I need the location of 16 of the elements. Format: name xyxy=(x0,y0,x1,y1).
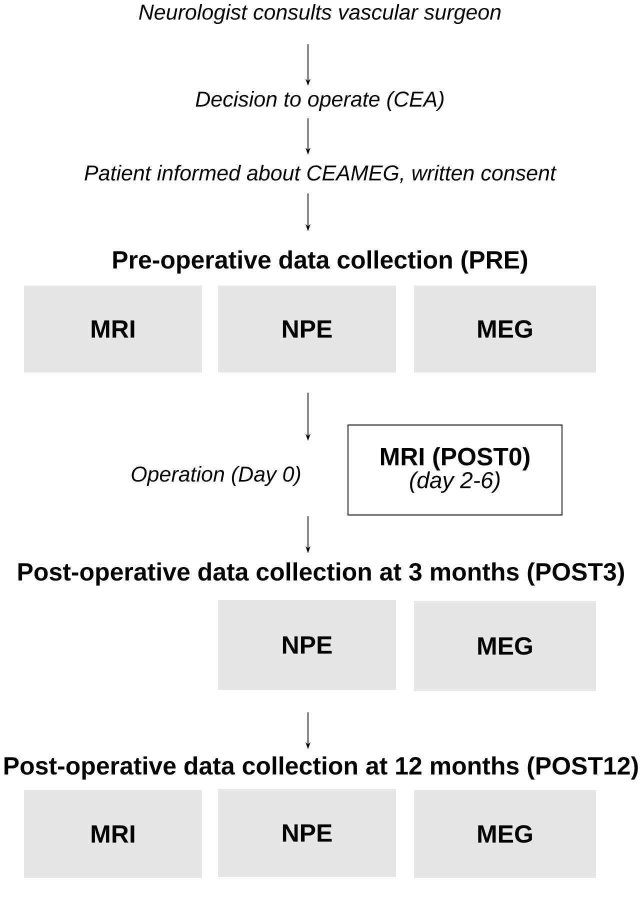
scan-box: MRI (POST0) (day 2-6) xyxy=(348,424,562,516)
measurement-box: NPE xyxy=(218,286,396,372)
measurement-box: NPE xyxy=(218,789,396,877)
section-heading: Pre-operative data collection (PRE) xyxy=(113,250,528,274)
measurement-box: MRI xyxy=(24,286,202,372)
step-text: Decision to operate (CEA) xyxy=(196,91,444,112)
measurement-box: NPE xyxy=(218,600,396,690)
step-text: Operation (Day 0) xyxy=(132,466,300,486)
measurement-box: MEG xyxy=(414,790,596,878)
measurement-box: MRI xyxy=(24,790,202,878)
measurement-box: MEG xyxy=(414,601,596,691)
section-heading: Post-operative data collection at 3 months (POST3) xyxy=(18,562,624,586)
measurement-box: MEG xyxy=(414,286,596,372)
section-heading: Post-operative data collection at 12 months (POST12) xyxy=(4,756,638,780)
step-text: Patient informed about CEAMEG, written consent xyxy=(84,164,557,184)
step-text: Neurologist consults vascular surgeon xyxy=(139,4,501,24)
